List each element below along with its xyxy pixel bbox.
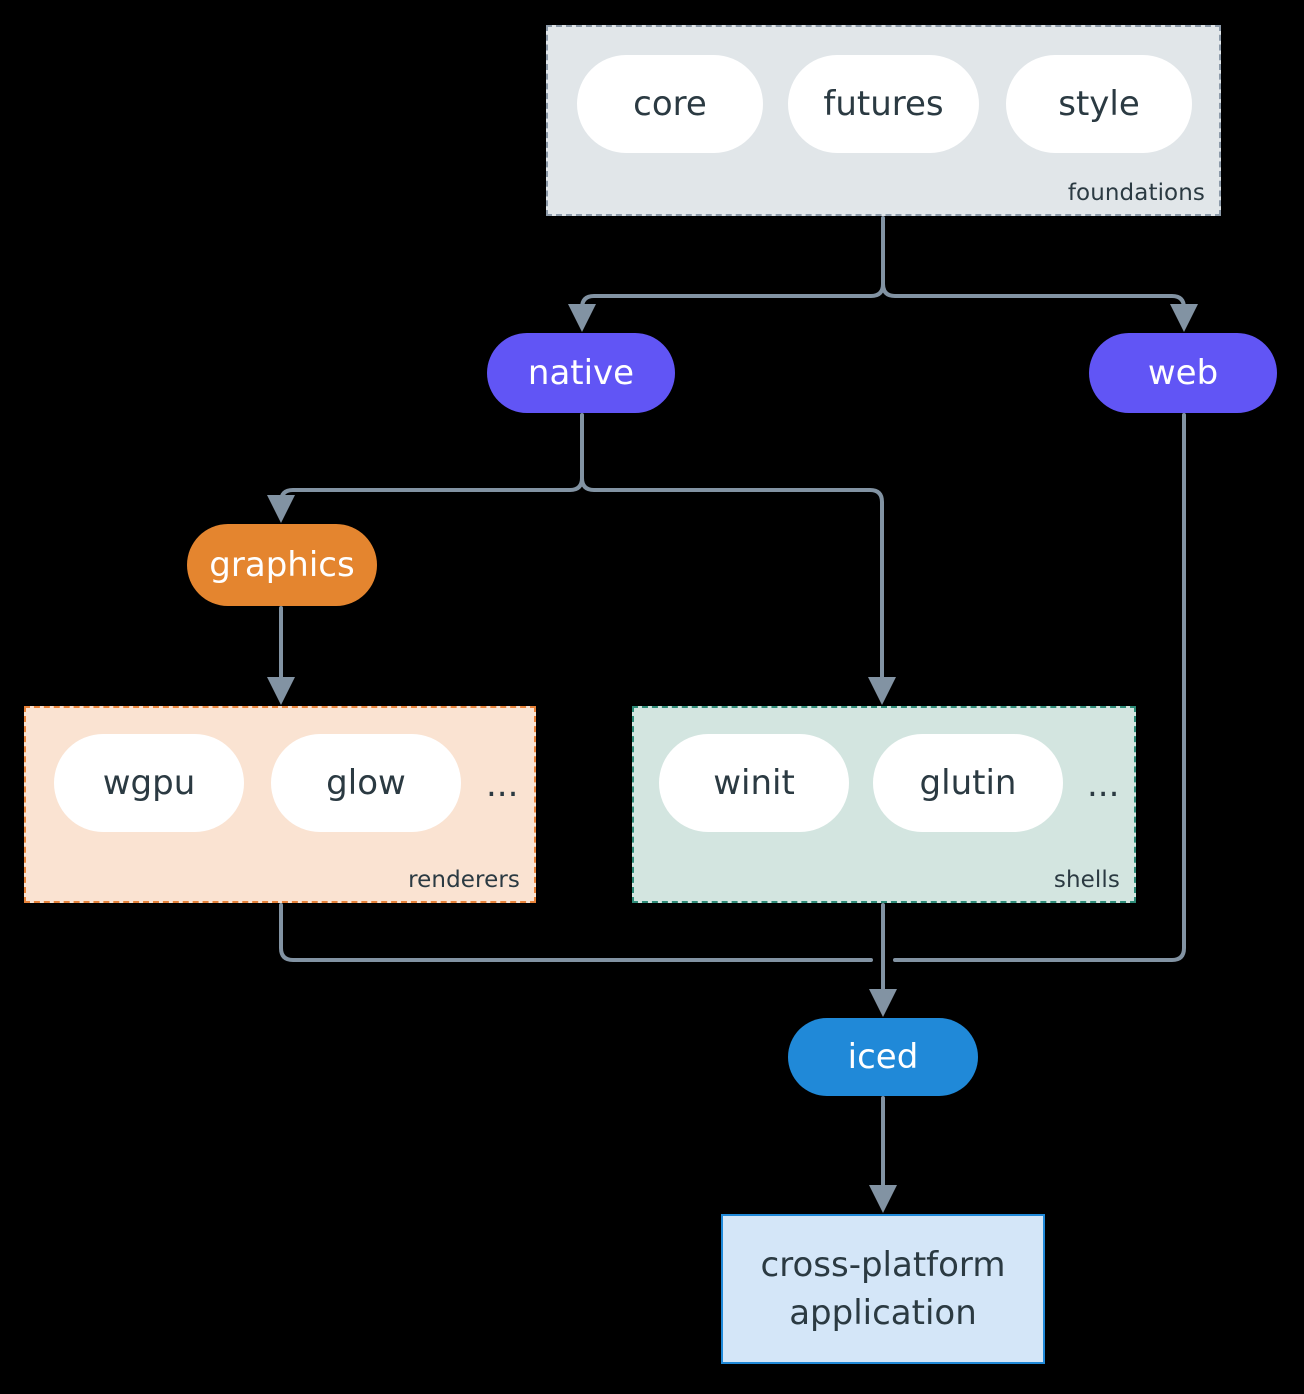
member-core-label: core: [633, 84, 707, 124]
group-renderers-label: renderers: [408, 867, 520, 893]
member-style-label: style: [1058, 84, 1140, 124]
member-wgpu[interactable]: wgpu: [54, 734, 244, 832]
node-cross-platform-application[interactable]: cross-platform application: [721, 1214, 1045, 1364]
edge-native-shells: [580, 476, 896, 705]
node-iced[interactable]: iced: [788, 1018, 978, 1096]
node-web[interactable]: web: [1089, 333, 1277, 413]
member-futures-label: futures: [823, 84, 944, 124]
member-glutin-label: glutin: [919, 763, 1017, 803]
group-foundations-label: foundations: [1067, 180, 1205, 206]
member-winit-label: winit: [713, 763, 795, 803]
renderers-ellipsis: ...: [486, 765, 519, 805]
edge-renderers-iced: [279, 903, 873, 962]
group-foundations[interactable]: core futures style foundations: [546, 25, 1221, 216]
node-native[interactable]: native: [487, 333, 675, 413]
group-shells-label: shells: [1053, 867, 1120, 893]
member-futures[interactable]: futures: [788, 55, 979, 153]
shells-ellipsis: ...: [1087, 765, 1120, 805]
member-glow[interactable]: glow: [271, 734, 461, 832]
edge-foundations-native: [568, 282, 885, 332]
node-native-label: native: [527, 353, 635, 393]
application-line-1: cross-platform: [760, 1244, 1006, 1285]
member-wgpu-label: wgpu: [102, 763, 196, 803]
group-shells[interactable]: winit glutin ... shells: [632, 706, 1136, 903]
node-iced-label: iced: [847, 1037, 919, 1077]
member-winit[interactable]: winit: [659, 734, 849, 832]
group-renderers[interactable]: wgpu glow ... renderers: [24, 706, 536, 903]
edge-foundations-web: [881, 282, 1198, 332]
member-glutin[interactable]: glutin: [873, 734, 1063, 832]
member-style[interactable]: style: [1006, 55, 1192, 153]
application-line-2: application: [789, 1293, 977, 1333]
edge-native-graphics: [267, 476, 584, 523]
member-core[interactable]: core: [577, 55, 763, 153]
node-graphics[interactable]: graphics: [187, 524, 377, 606]
node-graphics-label: graphics: [209, 545, 355, 585]
member-glow-label: glow: [326, 763, 406, 803]
node-web-label: web: [1147, 353, 1219, 393]
